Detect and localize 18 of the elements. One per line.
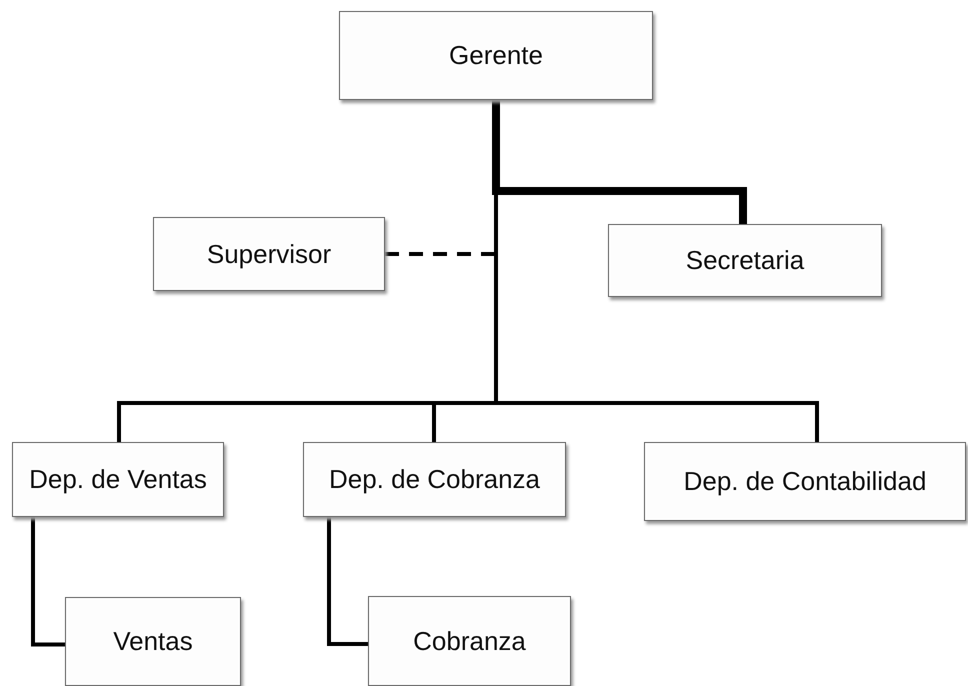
org-box [644,442,966,521]
connector-line [31,517,65,646]
box-label: Supervisor [206,238,332,270]
org-box [303,442,566,517]
org-box [153,217,385,291]
org-box [12,442,224,517]
box-label: Dep. de Cobranza [328,464,540,495]
box-label: Gerente [449,40,543,71]
org-box [339,11,653,100]
org-box [65,597,241,686]
box-label: Ventas [113,626,193,657]
box-label: Secretaria [686,245,804,276]
box-label: Dep. de Ventas [29,464,207,495]
org-box [608,224,882,297]
org-box [368,596,571,686]
box-label: Dep. de Contabilidad [684,466,926,497]
connector-line [327,517,368,646]
box-label: Cobranza [413,626,526,656]
